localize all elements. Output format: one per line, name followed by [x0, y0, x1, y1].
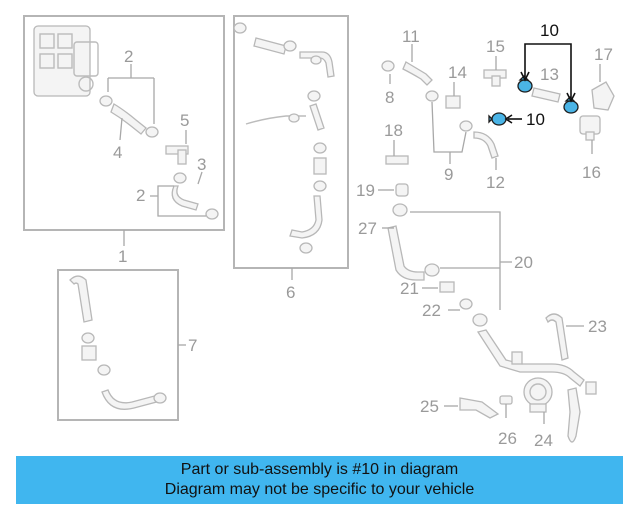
callout-10a: 10	[540, 21, 559, 40]
callout-6: 6	[286, 283, 295, 302]
hose-part-3	[171, 172, 219, 220]
callout-10b: 10	[526, 110, 545, 129]
callout-15: 15	[486, 37, 505, 56]
clamp-part-19	[395, 183, 409, 197]
callout-22: 22	[422, 301, 441, 320]
clamp-part-20b	[472, 313, 488, 327]
bracket-part-17	[591, 81, 615, 111]
callout-20: 20	[514, 253, 533, 272]
callout-18: 18	[384, 121, 403, 140]
callout-2a: 2	[124, 47, 133, 66]
pipe-assembly-part-23	[476, 313, 597, 443]
hose-part-11	[402, 61, 433, 86]
assembly-box-6	[233, 15, 349, 269]
callout-19: 19	[356, 181, 375, 200]
callout-17: 17	[594, 45, 613, 64]
connector-part-15	[483, 69, 507, 87]
callout-7: 7	[188, 336, 197, 355]
hose-part-4	[99, 95, 159, 138]
connector-part-5	[165, 145, 189, 165]
callout-25: 25	[420, 397, 439, 416]
hose-group-6	[233, 22, 335, 254]
clamp-part-8	[381, 60, 395, 72]
hose-part-12	[473, 131, 499, 159]
bracket-part-25	[459, 397, 500, 419]
callout-4: 4	[113, 143, 122, 162]
clamp-part-22	[459, 298, 473, 310]
clamp-part-20	[424, 263, 440, 277]
callout-3: 3	[197, 155, 206, 174]
callout-12: 12	[486, 173, 505, 192]
connector-part-21	[439, 281, 455, 293]
valve-block-part	[33, 25, 99, 97]
valve-part-16	[579, 115, 601, 141]
hose-group-7	[69, 275, 167, 410]
pump-part-24	[523, 377, 553, 413]
clip-part-26	[499, 395, 513, 405]
callout-9: 9	[444, 165, 453, 184]
callout-11: 11	[402, 27, 420, 46]
callout-2b: 2	[136, 186, 145, 205]
banner-line-2: Diagram may not be specific to your vehi…	[164, 481, 475, 498]
connector-part-14	[445, 95, 461, 109]
callout-27: 27	[358, 219, 377, 238]
callout-21: 21	[400, 279, 419, 298]
banner-line-1: Part or sub-assembly is #10 in diagram	[180, 461, 459, 478]
info-banner: Part or sub-assembly is #10 in diagram D…	[16, 456, 623, 504]
callout-26: 26	[498, 429, 517, 448]
callout-23: 23	[588, 317, 607, 336]
callout-16: 16	[582, 163, 601, 182]
parts-diagram: 2 4 5 3 2 1 6 7 8	[23, 15, 615, 450]
callout-1: 1	[118, 247, 127, 266]
hose-part-13	[531, 87, 561, 103]
callout-8: 8	[385, 88, 394, 107]
clamp-part-27-top	[392, 203, 408, 217]
clamp-part-10-left	[488, 112, 507, 126]
callout-13: 13	[540, 65, 559, 84]
callout-24: 24	[534, 431, 553, 450]
clamp-part-9b	[459, 120, 473, 132]
hose-part-27	[387, 225, 425, 281]
callout-14: 14	[448, 63, 467, 82]
clamp-part-9a	[425, 90, 439, 102]
callout-5: 5	[180, 111, 189, 130]
connector-part-18	[385, 155, 409, 165]
